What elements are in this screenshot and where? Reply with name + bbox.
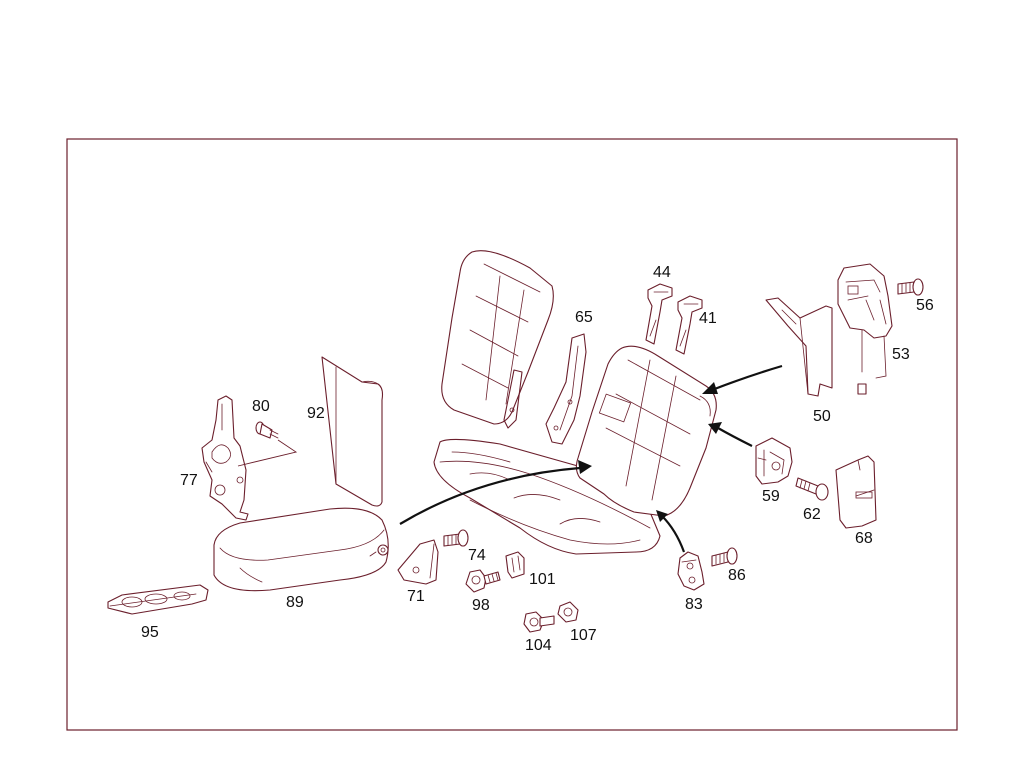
callout-74: 74 [468,547,486,564]
seat-main[interactable] [433,345,717,555]
assembly-arrow-cover-to-backrest [702,364,783,394]
callout-80: 80 [252,398,270,415]
callout-56: 56 [916,297,934,314]
callout-92: 92 [307,405,325,422]
part-59-latch[interactable] [755,437,793,485]
part-86-bolt[interactable] [711,547,738,567]
part-89-armrest-cushion[interactable] [213,507,389,592]
callout-62: 62 [803,506,821,523]
part-104-flange-bolt[interactable] [523,611,555,633]
callout-83: 83 [685,596,703,613]
part-65-side-trim[interactable] [545,333,587,445]
part-50-side-cover[interactable] [765,297,833,397]
callout-68: 68 [855,530,873,547]
part-92-back-panel[interactable] [321,356,384,507]
part-83-hinge[interactable] [677,551,705,591]
callout-65: 65 [575,309,593,326]
callout-59: 59 [762,488,780,505]
leader-77-80 [237,439,298,467]
part-44-headrest-guide[interactable] [645,283,673,345]
diagram-frame [66,138,958,731]
assembly-arrow-latch-to-backrest [708,422,753,447]
callout-86: 86 [728,567,746,584]
part-56-bolt[interactable] [897,278,924,296]
part-41-headrest-guide[interactable] [675,295,703,355]
part-98-flange-bolt[interactable] [465,569,501,593]
part-101-clip[interactable] [505,551,525,579]
callout-71: 71 [407,588,425,605]
part-107-nut[interactable] [557,601,579,623]
callout-41: 41 [699,310,717,327]
assembly-arrow-hinge-to-seat [656,510,686,553]
callout-44: 44 [653,264,671,281]
part-80-bolt[interactable] [255,421,279,439]
assembly-arrow-cushion-to-seat [399,460,592,525]
callout-89: 89 [286,594,304,611]
part-68-cover[interactable] [835,455,877,529]
callout-107: 107 [570,627,597,644]
part-62-screw[interactable] [795,477,829,501]
part-71-bracket[interactable] [397,539,439,585]
callout-50: 50 [813,408,831,425]
part-53-recliner-mechanism[interactable] [837,263,893,395]
callout-104: 104 [525,637,552,654]
part-77-hinge-bracket[interactable] [201,395,249,521]
callout-98: 98 [472,597,490,614]
callout-95: 95 [141,624,159,641]
seat-backrest-upper[interactable] [441,250,554,429]
callout-53: 53 [892,346,910,363]
part-74-bolt[interactable] [443,529,469,547]
callout-77: 77 [180,472,198,489]
callout-101: 101 [529,571,556,588]
part-95-cup-holder-plate[interactable] [107,584,209,615]
